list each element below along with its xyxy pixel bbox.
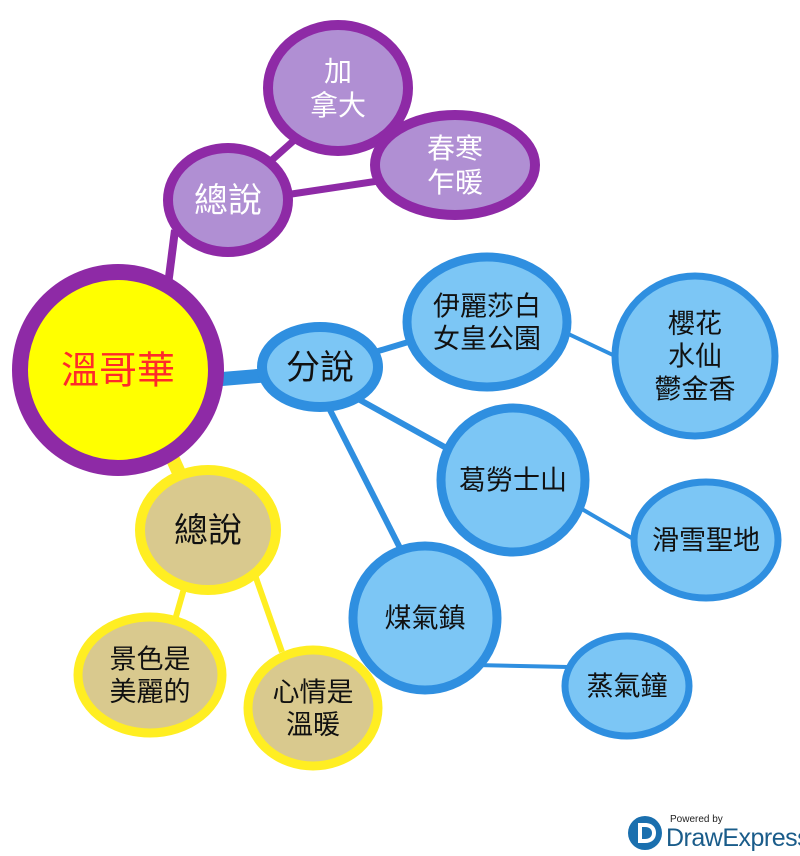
blue-child-node-label: 葛勞士山 bbox=[459, 466, 567, 497]
blue-child-node-shape bbox=[402, 252, 572, 392]
purple-hub-connector bbox=[164, 229, 179, 286]
yellow-child-node-label: 溫暖 bbox=[286, 710, 340, 741]
yellow-child-node-label: 美麗的 bbox=[110, 677, 191, 708]
blue-sub-node[interactable]: 滑雪聖地 bbox=[630, 478, 782, 602]
blue-child-node-label: 女皇公園 bbox=[433, 324, 541, 355]
yellow-hub-node[interactable]: 總說 bbox=[135, 465, 281, 595]
drawexpress-logo-icon bbox=[628, 816, 662, 850]
blue-sub-connector bbox=[573, 503, 637, 542]
blue-child-node-label: 伊麗莎白 bbox=[433, 291, 541, 322]
purple-child-node-label: 乍暖 bbox=[427, 166, 483, 199]
blue-child-node[interactable]: 煤氣鎮 bbox=[348, 541, 502, 695]
blue-hub-node-label: 分說 bbox=[286, 348, 354, 388]
purple-hub-node-label: 總說 bbox=[194, 181, 262, 221]
yellow-child-node-label: 心情是 bbox=[273, 677, 354, 708]
blue-child-connector bbox=[358, 397, 452, 453]
blue-sub-node-label: 蒸氣鐘 bbox=[587, 672, 668, 703]
blue-sub-node-label: 鬱金香 bbox=[655, 375, 736, 406]
purple-child-connector bbox=[284, 176, 386, 199]
blue-sub-node-label: 水仙 bbox=[668, 342, 722, 373]
central-node[interactable]: 溫哥華 bbox=[12, 264, 224, 476]
blue-child-node-label: 煤氣鎮 bbox=[385, 604, 466, 635]
yellow-child-node-shape bbox=[243, 645, 383, 771]
purple-hub-node[interactable]: 總說 bbox=[163, 143, 293, 257]
yellow-child-connector bbox=[252, 574, 285, 653]
drawexpress-watermark: Powered by DrawExpress bbox=[626, 812, 800, 852]
node-layer: 溫哥華總說加拿大春寒乍暖分說伊麗莎白女皇公園櫻花水仙鬱金香葛勞士山滑雪聖地煤氣鎮… bbox=[12, 20, 782, 771]
purple-child-node-label: 拿大 bbox=[310, 89, 366, 122]
blue-sub-node-shape bbox=[561, 632, 693, 740]
purple-child-node-label: 春寒 bbox=[427, 132, 483, 165]
yellow-child-node-label: 景色是 bbox=[110, 644, 191, 675]
purple-child-node-label: 加 bbox=[324, 55, 352, 88]
yellow-hub-node-shape bbox=[135, 465, 281, 595]
central-node-label: 溫哥華 bbox=[61, 349, 175, 393]
yellow-child-node-shape bbox=[73, 612, 227, 738]
blue-sub-node-shape bbox=[630, 478, 782, 602]
purple-child-node-shape bbox=[263, 20, 413, 156]
blue-child-node[interactable]: 葛勞士山 bbox=[436, 403, 590, 557]
blue-sub-node[interactable]: 蒸氣鐘 bbox=[561, 632, 693, 740]
blue-sub-node-label: 櫻花 bbox=[668, 309, 722, 340]
blue-sub-connector bbox=[474, 663, 569, 669]
blue-hub-node-shape bbox=[257, 322, 383, 412]
yellow-hub-node-label: 總說 bbox=[174, 511, 242, 551]
purple-child-node[interactable]: 加拿大 bbox=[263, 20, 413, 156]
blue-sub-node-shape bbox=[611, 272, 779, 440]
purple-child-node-shape bbox=[370, 110, 540, 220]
brand-label: DrawExpress bbox=[666, 824, 800, 852]
blue-child-node-shape bbox=[348, 541, 502, 695]
purple-hub-node-shape bbox=[163, 143, 293, 257]
blue-sub-node-label: 滑雪聖地 bbox=[652, 526, 760, 557]
central-node-shape bbox=[12, 264, 224, 476]
blue-hub-node[interactable]: 分說 bbox=[257, 322, 383, 412]
powered-by-label: Powered by bbox=[670, 814, 723, 825]
blue-child-connector bbox=[327, 408, 403, 550]
blue-child-node-shape bbox=[436, 403, 590, 557]
